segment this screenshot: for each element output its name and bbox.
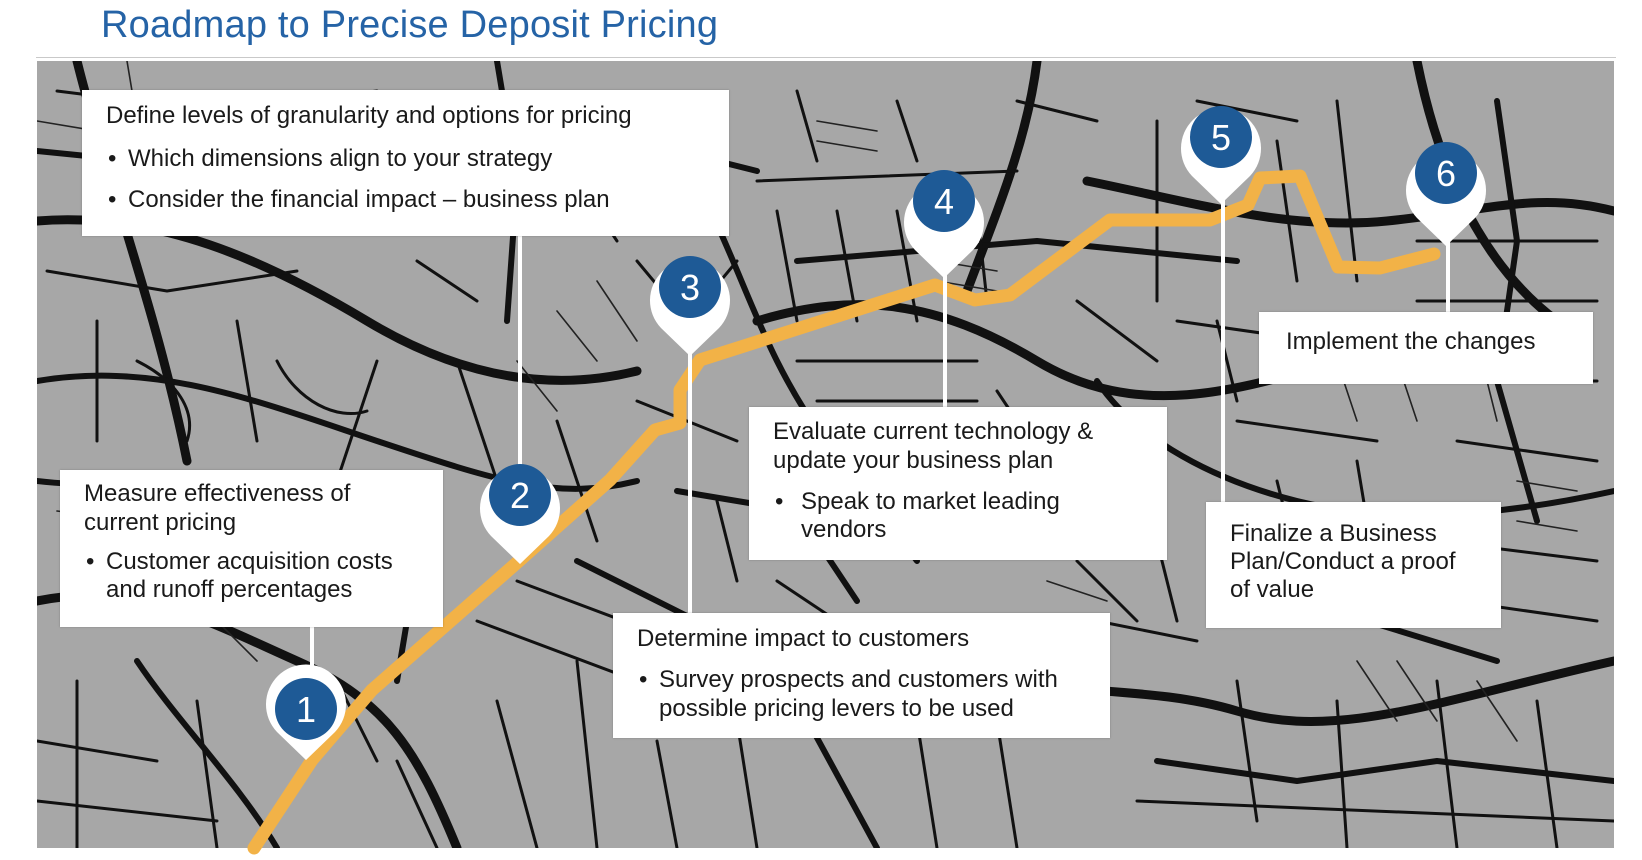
map-pin-5: 5 <box>1181 106 1262 204</box>
step-2-callout: Define levels of granularity and options… <box>82 90 729 236</box>
step-heading: Finalize a Business Plan/Conduct a proof… <box>1230 520 1456 604</box>
step-3-callout: Determine impact to customers Survey pro… <box>613 613 1110 738</box>
step-heading: Determine impact to customers <box>637 625 970 652</box>
map-pin-6: 6 <box>1406 142 1486 246</box>
pin-number: 5 <box>1211 117 1231 158</box>
step-5-callout: Finalize a Business Plan/Conduct a proof… <box>1206 502 1501 628</box>
bullet-item: Speak to market leading vendors <box>773 488 1143 546</box>
pin-number: 1 <box>296 689 316 730</box>
step-6-callout: Implement the changes <box>1259 312 1593 384</box>
pin-number: 4 <box>934 181 954 222</box>
step-heading: Implement the changes <box>1286 328 1536 355</box>
step-bullets: Speak to market leading vendors <box>773 488 1143 546</box>
pin-number: 3 <box>680 267 700 308</box>
page-title: Roadmap to Precise Deposit Pricing <box>101 4 719 46</box>
pin-number: 2 <box>510 475 530 516</box>
bullet-item: Customer acquisition costs and runoff pe… <box>84 548 419 606</box>
step-bullets: Customer acquisition costs and runoff pe… <box>84 548 419 606</box>
step-bullets: Which dimensions align to your strategy … <box>106 145 705 215</box>
title-divider <box>36 57 1616 58</box>
pin-number: 6 <box>1436 153 1456 194</box>
map-pin-2: 2 <box>480 464 560 564</box>
map-pin-4: 4 <box>904 170 984 278</box>
map-pin-1: 1 <box>266 664 347 760</box>
step-bullets: Survey prospects and customers with poss… <box>637 666 1086 724</box>
bullet-item: Consider the financial impact – business… <box>106 186 705 215</box>
map-pin-3: 3 <box>650 256 730 356</box>
step-4-callout: Evaluate current technology & update you… <box>749 407 1167 560</box>
step-1-callout: Measure effectiveness of current pricing… <box>60 470 443 627</box>
bullet-item: Survey prospects and customers with poss… <box>637 666 1086 724</box>
step-heading: Measure effectiveness of current pricing <box>84 480 351 536</box>
step-heading: Define levels of granularity and options… <box>106 102 632 129</box>
bullet-item: Which dimensions align to your strategy <box>106 145 705 174</box>
step-heading: Evaluate current technology & update you… <box>773 418 1094 474</box>
